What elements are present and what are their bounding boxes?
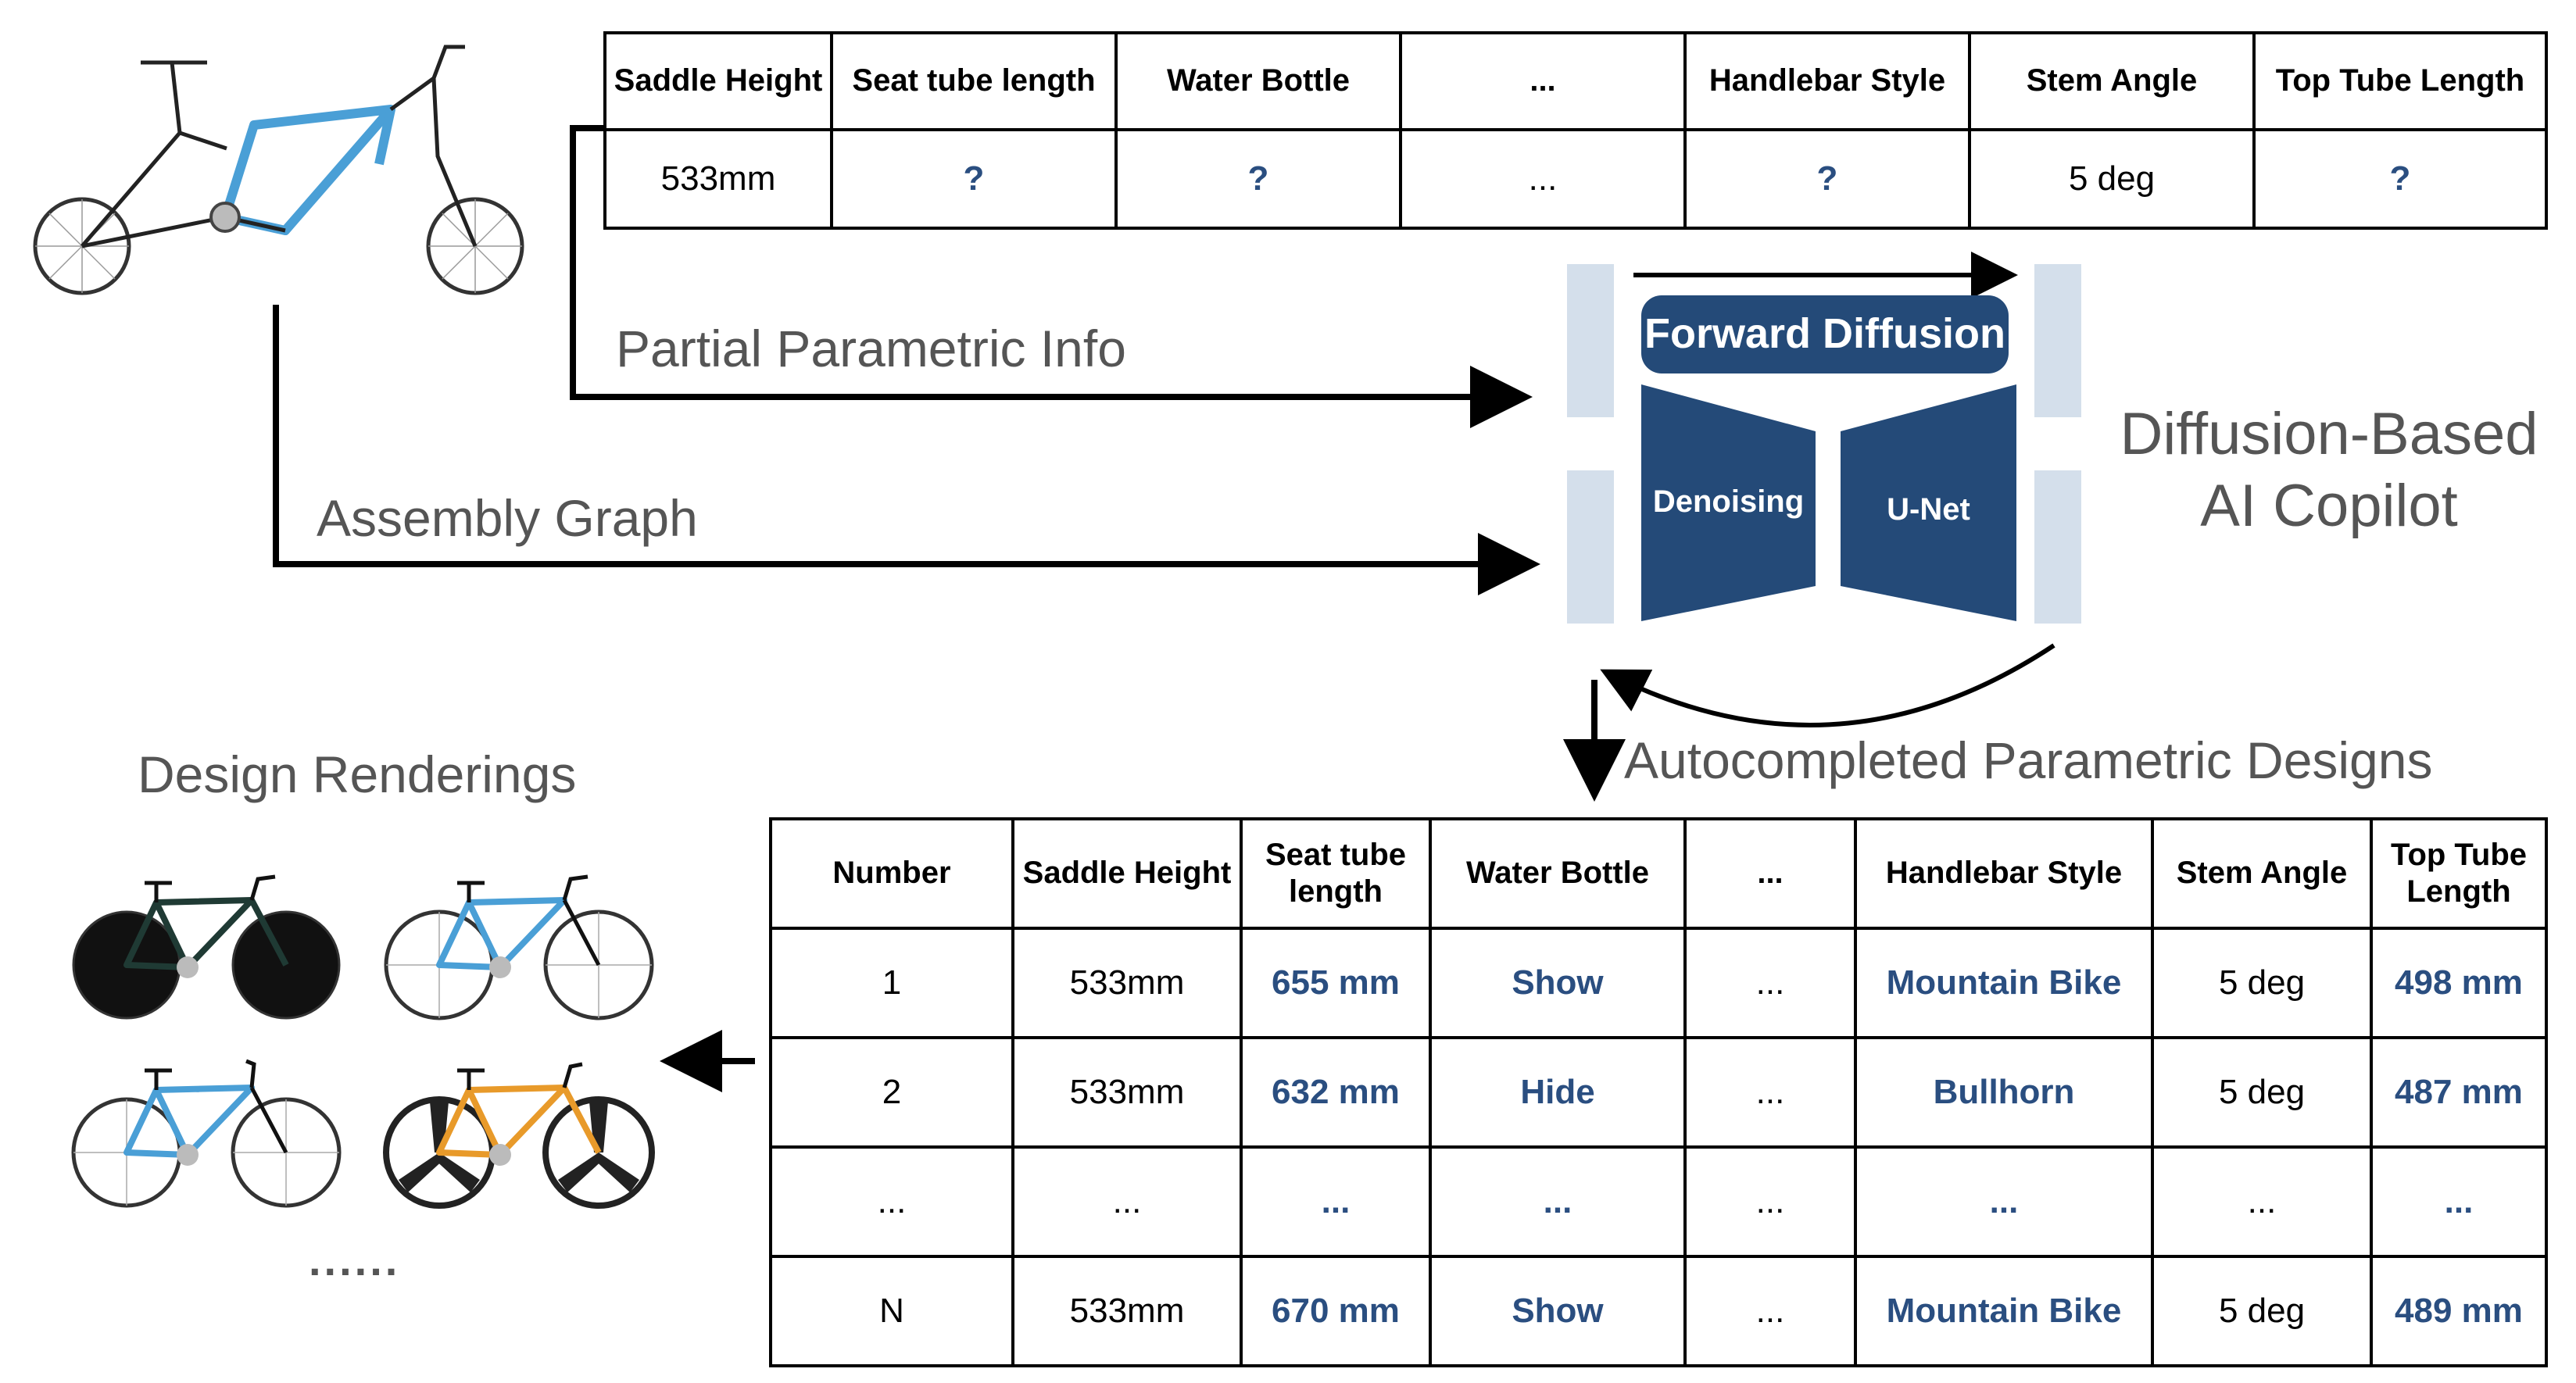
- output-row-2: 2 533mm 632 mm Hide ... Bullhorn 5 deg 4…: [769, 1036, 2548, 1149]
- more-renderings-ellipsis: ......: [309, 1235, 401, 1285]
- row3-saddle-height: ...: [1011, 1145, 1243, 1258]
- rendering-bike-1: [72, 874, 341, 1020]
- rowN-number: N: [769, 1255, 1014, 1367]
- forward-diffusion-box: [1641, 295, 2009, 373]
- row2-saddle-height: 533mm: [1011, 1036, 1243, 1149]
- row2-top-tube-length: 487 mm: [2370, 1036, 2548, 1149]
- row1-stem-angle: 5 deg: [2151, 927, 2373, 1039]
- row3-water-bottle: ...: [1429, 1145, 1687, 1258]
- out-header-stem-angle: Stem Angle: [2151, 817, 2373, 930]
- rendering-bike-3: [71, 1059, 342, 1208]
- out-header-ellipsis: ...: [1683, 817, 1857, 930]
- output-row-1: 1 533mm 655 mm Show ... Mountain Bike 5 …: [769, 927, 2548, 1039]
- source-bike-image: [33, 45, 524, 295]
- header-saddle-height: Saddle Height: [603, 31, 833, 131]
- skip-block-left-bottom: [1567, 470, 1614, 624]
- header-top-tube-length: Top Tube Length: [2252, 31, 2548, 131]
- skip-block-left-top: [1567, 264, 1614, 417]
- row1-ellipsis: ...: [1683, 927, 1857, 1039]
- cell-water-bottle: ?: [1114, 128, 1402, 230]
- output-row-n: N 533mm 670 mm Show ... Mountain Bike 5 …: [769, 1255, 2548, 1367]
- cell-saddle-height: 533mm: [603, 128, 833, 230]
- copilot-title-line1: Diffusion-Based: [2120, 401, 2538, 467]
- cell-stem-angle: 5 deg: [1968, 128, 2256, 230]
- input-value-row: 533mm ? ? ... ? 5 deg ?: [603, 128, 2548, 230]
- partial-info-arrow: [570, 125, 1533, 428]
- skip-block-right-top: [2034, 264, 2081, 417]
- reverse-curve-arrow: [1600, 643, 2055, 727]
- row3-number: ...: [769, 1145, 1014, 1258]
- row1-number: 1: [769, 927, 1014, 1039]
- rendering-bike-4: [383, 1062, 655, 1209]
- row1-top-tube-length: 498 mm: [2370, 927, 2548, 1039]
- row1-saddle-height: 533mm: [1011, 927, 1243, 1039]
- header-water-bottle: Water Bottle: [1114, 31, 1402, 131]
- encoder-trapezoid: [1641, 384, 1816, 621]
- row1-handlebar-style: Mountain Bike: [1854, 927, 2154, 1039]
- rowN-water-bottle: Show: [1429, 1255, 1687, 1367]
- cell-ellipsis: ...: [1399, 128, 1687, 230]
- row3-ellipsis: ...: [1683, 1145, 1857, 1258]
- row1-seat-tube-length: 655 mm: [1240, 927, 1432, 1039]
- row2-stem-angle: 5 deg: [2151, 1036, 2373, 1149]
- out-header-top-tube-length: Top Tube Length: [2370, 817, 2548, 930]
- row2-ellipsis: ...: [1683, 1036, 1857, 1149]
- cell-seat-tube-length: ?: [830, 128, 1118, 230]
- renderings-grid: [70, 867, 664, 1211]
- header-seat-tube-length: Seat tube length: [830, 31, 1118, 131]
- rowN-handlebar-style: Mountain Bike: [1854, 1255, 2154, 1367]
- cell-top-tube-length: ?: [2252, 128, 2548, 230]
- copilot-title: Diffusion-Based AI Copilot: [2110, 398, 2548, 542]
- row3-stem-angle: ...: [2151, 1145, 2373, 1258]
- denoising-label: Denoising: [1652, 484, 1805, 519]
- output-design-table: Number Saddle Height Seat tube length Wa…: [769, 817, 2548, 1367]
- assembly-graph-arrow: [273, 305, 1540, 595]
- cell-handlebar-style: ?: [1683, 128, 1971, 230]
- row1-water-bottle: Show: [1429, 927, 1687, 1039]
- rowN-stem-angle: 5 deg: [2151, 1255, 2373, 1367]
- unet-diagram: [1567, 264, 2081, 624]
- unet-label: U-Net: [1887, 492, 1970, 527]
- out-header-handlebar-style: Handlebar Style: [1854, 817, 2154, 930]
- rowN-top-tube-length: 489 mm: [2370, 1255, 2548, 1367]
- row3-handlebar-style: ...: [1854, 1145, 2154, 1258]
- rowN-seat-tube-length: 670 mm: [1240, 1255, 1432, 1367]
- rowN-ellipsis: ...: [1683, 1255, 1857, 1367]
- output-row-ellipsis: ... ... ... ... ... ... ... ...: [769, 1145, 2548, 1258]
- input-header-row: Saddle Height Seat tube length Water Bot…: [603, 31, 2548, 131]
- out-header-water-bottle: Water Bottle: [1429, 817, 1687, 930]
- row3-seat-tube-length: ...: [1240, 1145, 1432, 1258]
- output-header-row: Number Saddle Height Seat tube length Wa…: [769, 817, 2548, 930]
- forward-diffusion-label: Forward Diffusion: [1644, 310, 2005, 357]
- out-header-saddle-height: Saddle Height: [1011, 817, 1243, 930]
- assembly-graph-label: Assembly Graph: [317, 489, 698, 547]
- skip-block-right-bottom: [2034, 470, 2081, 624]
- design-renderings-label: Design Renderings: [138, 745, 577, 803]
- copilot-title-line2: AI Copilot: [2200, 473, 2458, 539]
- row2-number: 2: [769, 1036, 1014, 1149]
- decoder-trapezoid: [1841, 384, 2016, 621]
- partial-info-label: Partial Parametric Info: [616, 320, 1126, 377]
- row3-top-tube-length: ...: [2370, 1145, 2548, 1258]
- row2-handlebar-style: Bullhorn: [1854, 1036, 2154, 1149]
- header-handlebar-style: Handlebar Style: [1683, 31, 1971, 131]
- header-stem-angle: Stem Angle: [1968, 31, 2256, 131]
- row2-seat-tube-length: 632 mm: [1240, 1036, 1432, 1149]
- input-parameter-table: Saddle Height Seat tube length Water Bot…: [603, 31, 2548, 230]
- out-header-seat-tube-length: Seat tube length: [1240, 817, 1432, 930]
- autocompleted-label: Autocompleted Parametric Designs: [1624, 731, 2433, 789]
- rowN-saddle-height: 533mm: [1011, 1255, 1243, 1367]
- out-header-number: Number: [769, 817, 1014, 930]
- rendering-bike-2: [384, 874, 654, 1020]
- header-ellipsis: ...: [1399, 31, 1687, 131]
- row2-water-bottle: Hide: [1429, 1036, 1687, 1149]
